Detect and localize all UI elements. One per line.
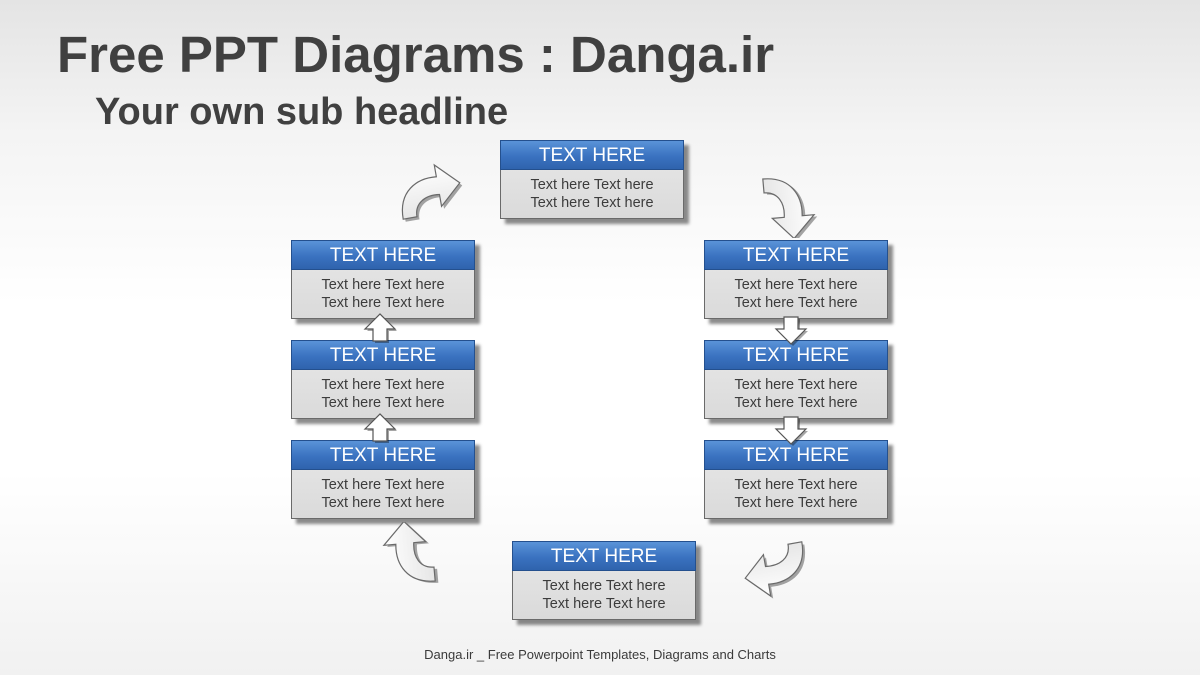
step-heading: TEXT HERE bbox=[704, 240, 888, 270]
step-text-line: Text here Text here bbox=[734, 477, 858, 493]
step-box-left-2: TEXT HERE Text here Text here Text here … bbox=[291, 340, 475, 419]
step-text-line: Text here Text here bbox=[321, 277, 445, 293]
step-text-line: Text here Text here bbox=[734, 495, 858, 511]
step-heading: TEXT HERE bbox=[291, 340, 475, 370]
step-heading: TEXT HERE bbox=[291, 240, 475, 270]
step-description: Text here Text here Text here Text here bbox=[704, 370, 888, 419]
curved-arrow-icon bbox=[762, 174, 820, 238]
step-text-line: Text here Text here bbox=[321, 477, 445, 493]
step-box-right-3: TEXT HERE Text here Text here Text here … bbox=[704, 440, 888, 519]
step-description: Text here Text here Text here Text here bbox=[704, 470, 888, 519]
step-text-line: Text here Text here bbox=[542, 596, 666, 612]
curved-arrow-icon bbox=[381, 522, 439, 587]
step-heading: TEXT HERE bbox=[704, 340, 888, 370]
step-description: Text here Text here Text here Text here bbox=[512, 571, 696, 620]
step-box-right-2: TEXT HERE Text here Text here Text here … bbox=[704, 340, 888, 419]
block-arrow-icon bbox=[775, 316, 808, 346]
footer-credit: Danga.ir _ Free Powerpoint Templates, Di… bbox=[424, 647, 776, 662]
step-text-line: Text here Text here bbox=[734, 277, 858, 293]
step-heading: TEXT HERE bbox=[291, 440, 475, 470]
step-text-line: Text here Text here bbox=[530, 177, 654, 193]
step-heading: TEXT HERE bbox=[704, 440, 888, 470]
step-description: Text here Text here Text here Text here bbox=[291, 370, 475, 419]
step-text-line: Text here Text here bbox=[321, 377, 445, 393]
page-subtitle: Your own sub headline bbox=[95, 91, 509, 133]
step-description: Text here Text here Text here Text here bbox=[291, 270, 475, 319]
step-heading: TEXT HERE bbox=[500, 140, 684, 170]
step-text-line: Text here Text here bbox=[321, 495, 445, 511]
step-text-line: Text here Text here bbox=[321, 295, 445, 311]
curved-arrow-icon bbox=[394, 160, 465, 222]
step-box-right-1: TEXT HERE Text here Text here Text here … bbox=[704, 240, 888, 319]
step-text-line: Text here Text here bbox=[734, 395, 858, 411]
step-text-line: Text here Text here bbox=[542, 578, 666, 594]
curved-arrow-icon bbox=[740, 541, 813, 601]
step-box-left-1: TEXT HERE Text here Text here Text here … bbox=[291, 240, 475, 319]
block-arrow-icon bbox=[364, 313, 397, 343]
page-title: Free PPT Diagrams : Danga.ir bbox=[57, 26, 775, 83]
block-arrow-icon bbox=[775, 416, 808, 446]
step-box-bottom: TEXT HERE Text here Text here Text here … bbox=[512, 541, 696, 620]
block-arrow-icon bbox=[364, 413, 397, 443]
step-box-left-3: TEXT HERE Text here Text here Text here … bbox=[291, 440, 475, 519]
step-description: Text here Text here Text here Text here bbox=[291, 470, 475, 519]
step-description: Text here Text here Text here Text here bbox=[500, 170, 684, 219]
step-text-line: Text here Text here bbox=[321, 395, 445, 411]
step-text-line: Text here Text here bbox=[734, 377, 858, 393]
step-box-top: TEXT HERE Text here Text here Text here … bbox=[500, 140, 684, 219]
step-description: Text here Text here Text here Text here bbox=[704, 270, 888, 319]
step-heading: TEXT HERE bbox=[512, 541, 696, 571]
step-text-line: Text here Text here bbox=[530, 195, 654, 211]
step-text-line: Text here Text here bbox=[734, 295, 858, 311]
